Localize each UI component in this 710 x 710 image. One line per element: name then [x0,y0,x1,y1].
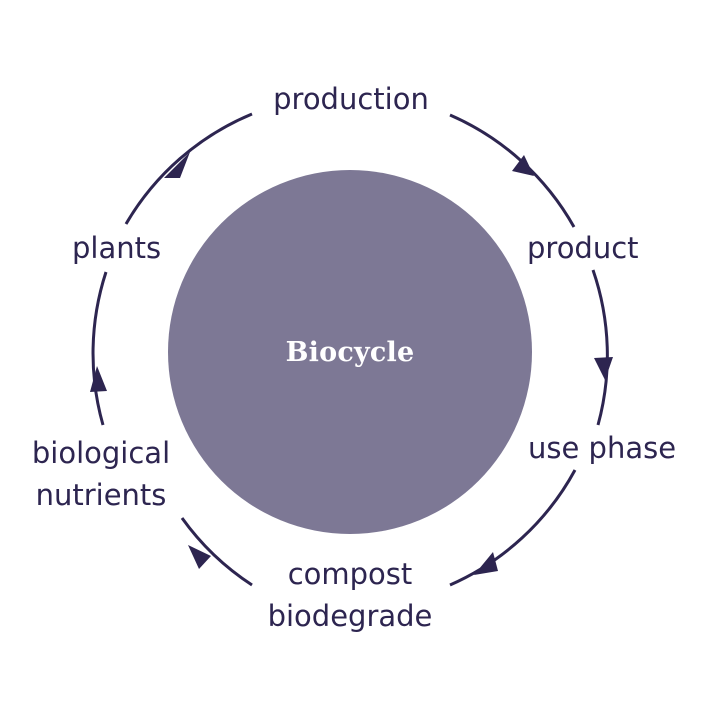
arc-compost-to-bio [180,517,253,587]
arc-bio-to-plants [91,271,108,426]
stage-nutrients-text: nutrients [35,478,167,512]
stage-use-phase: use phase [528,427,676,469]
stage-biological-text: biological [31,436,171,470]
stage-product-text: product [527,231,639,265]
arrow-use-phase-to-compost [474,552,498,575]
arrow-product-to-use-phase [594,357,613,380]
arc-product-to-use-phase [591,269,609,426]
stage-use-phase-text: use phase [528,431,677,465]
stage-compost-text: compost [287,557,413,591]
stage-product: product [527,227,639,269]
stage-production: production [262,78,440,120]
arrow-compost-to-bio [188,545,211,569]
stage-plants: plants [72,227,161,269]
stage-biological-nutrients: biological nutrients [22,432,180,516]
arc-plants-to-production [124,112,253,225]
arc-use-phase-to-compost [449,469,577,587]
stage-biodegrade-text: biodegrade [267,599,433,633]
arrow-bio-to-plants [90,366,107,392]
center-disc: Biocycle [168,170,532,534]
stage-compost-biodegrade: compost biodegrade [250,553,450,637]
stage-plants-text: plants [72,231,162,265]
stage-production-text: production [273,82,429,116]
arrow-plants-to-production [164,152,190,178]
center-label: Biocycle [285,336,415,368]
arrow-production-to-product [512,155,534,176]
